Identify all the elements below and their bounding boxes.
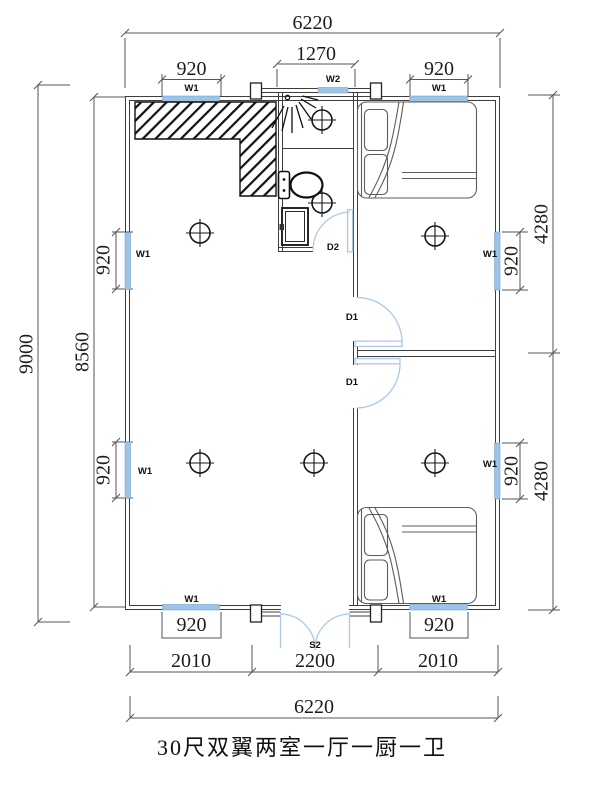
entry-opening [281, 603, 349, 612]
dim-lines-left [33, 80, 133, 627]
windows [124, 87, 501, 611]
tag-d2: D2 [326, 242, 340, 253]
dim-right-room-upper: 4280 [530, 204, 553, 244]
ceiling-light-icon [308, 189, 336, 217]
dim-bottom-seg-left: 2010 [171, 650, 211, 672]
dim-top-overall: 6220 [292, 12, 333, 34]
tag-w1-bottom-left: W1 [184, 594, 199, 605]
shower-head-icon [271, 94, 319, 133]
dim-lines-bottom [125, 612, 503, 723]
ceiling-light-icon [308, 106, 336, 134]
dim-bottom-seg-mid: 2200 [295, 650, 335, 672]
dim-left-inner: 8560 [71, 332, 94, 373]
double-bed-bottom [356, 506, 478, 605]
toilet-icon [277, 170, 324, 200]
window-w1-right-lower [494, 442, 501, 500]
door-d1-upper-leaf [354, 340, 403, 348]
dim-lines-right [502, 90, 560, 615]
tag-w2-top: W2 [325, 74, 341, 85]
dim-right-win-upper: 920 [500, 246, 523, 276]
window-w1-top-right [409, 95, 468, 102]
kitchen-counter-hatch [134, 101, 277, 197]
ceiling-light-icons [186, 106, 449, 477]
dim-bottom-win-left: 920 [176, 614, 207, 636]
ceiling-light-icon [300, 449, 328, 477]
window-w1-left-upper [124, 232, 131, 290]
tag-w1-left-upper: W1 [135, 249, 151, 260]
tag-w1-left-lower: W1 [137, 466, 153, 477]
dimension-lines [33, 28, 560, 723]
ceiling-light-icon [186, 219, 214, 247]
dim-bottom-overall: 6220 [294, 696, 334, 718]
door-s2-leaves [279, 611, 351, 648]
sink-icon [279, 207, 309, 246]
dim-bottom-win-right: 920 [424, 614, 454, 636]
window-w1-bottom-left [162, 604, 220, 611]
ceiling-light-icon [421, 449, 449, 477]
dim-top-win-right: 920 [424, 58, 454, 80]
window-w2-top [317, 87, 349, 94]
window-w1-top-left [162, 95, 220, 102]
double-bed-top [356, 101, 478, 199]
tag-w1-right-lower: W1 [482, 459, 498, 470]
window-w1-left-lower [124, 441, 131, 499]
window-w1-right-upper [494, 231, 501, 291]
dim-top-entry: 1270 [296, 43, 336, 65]
dim-right-room-lower: 4280 [530, 461, 553, 502]
door-swing-arcs [280, 211, 403, 651]
door-d2-leaf [346, 209, 354, 253]
dim-left-win-upper: 920 [92, 245, 115, 276]
dim-bottom-seg-right: 2010 [418, 650, 458, 672]
dim-left-win-lower: 920 [92, 455, 115, 485]
ceiling-light-icon [421, 222, 449, 250]
dim-top-win-left: 920 [176, 58, 207, 80]
dim-left-overall: 9000 [15, 334, 38, 374]
tag-d1-lower: D1 [345, 377, 359, 388]
tag-d1-upper: D1 [345, 312, 359, 323]
plan-title: 30尺双翼两室一厅一厨一卫 [156, 735, 447, 760]
doors [279, 209, 403, 651]
dim-right-win-lower: 920 [500, 456, 523, 486]
dim-lines-top [120, 28, 505, 96]
tag-w1-top-left: W1 [184, 83, 199, 94]
tag-s2: S2 [309, 640, 321, 651]
ceiling-light-icon [186, 449, 214, 477]
tag-w1-bottom-right: W1 [431, 594, 447, 605]
door-d1-lower-leaf [354, 357, 401, 365]
tag-w1-right-upper: W1 [482, 249, 498, 260]
tag-w1-top-right: W1 [431, 83, 447, 94]
window-w1-bottom-right [409, 604, 468, 611]
column-posts [249, 82, 383, 623]
